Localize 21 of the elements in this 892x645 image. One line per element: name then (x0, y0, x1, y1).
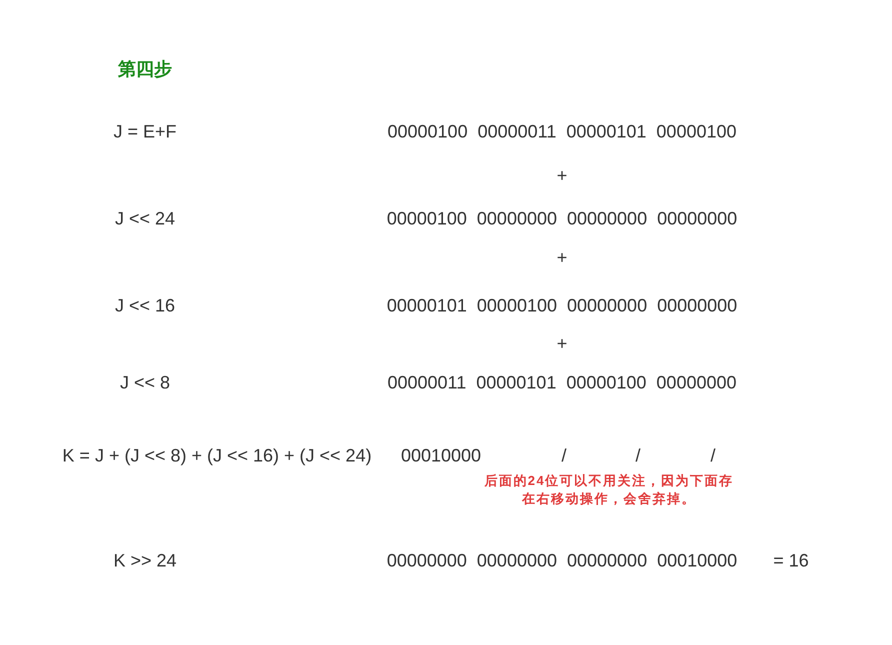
expression-label: K = J + (J << 8) + (J << 16) + (J << 24) (62, 446, 372, 466)
slash-mark: / (710, 446, 716, 466)
plus-sign: + (556, 166, 568, 186)
expression-label: J << 24 (114, 208, 176, 230)
slash-mark: / (636, 446, 640, 466)
binary-value: 00000101 00000100 00000000 00000000 (386, 296, 738, 316)
expression-label: J << 16 (114, 296, 176, 316)
plus-sign: + (556, 334, 568, 354)
binary-value: 00000011 00000101 00000100 00000000 (388, 372, 736, 394)
binary-value: 00000000 00000000 00000000 00010000 (386, 550, 738, 572)
expression-label: K >> 24 (113, 550, 177, 572)
expression-label: J << 8 (120, 372, 170, 394)
slash-mark: / (562, 446, 566, 466)
binary-value: 00000100 00000011 00000101 00000100 (388, 122, 736, 142)
binary-value: 00000100 00000000 00000000 00000000 (386, 208, 738, 230)
note-text: 后面的24位可以不用关注，因为下面存在右移动操作，会舍弃掉。 (484, 472, 734, 508)
plus-sign: + (556, 248, 568, 268)
binary-value: 00010000 (400, 446, 482, 466)
result-label: = 16 (773, 550, 809, 572)
expression-label: J = E+F (113, 122, 177, 142)
title: 第四步 (118, 58, 172, 81)
